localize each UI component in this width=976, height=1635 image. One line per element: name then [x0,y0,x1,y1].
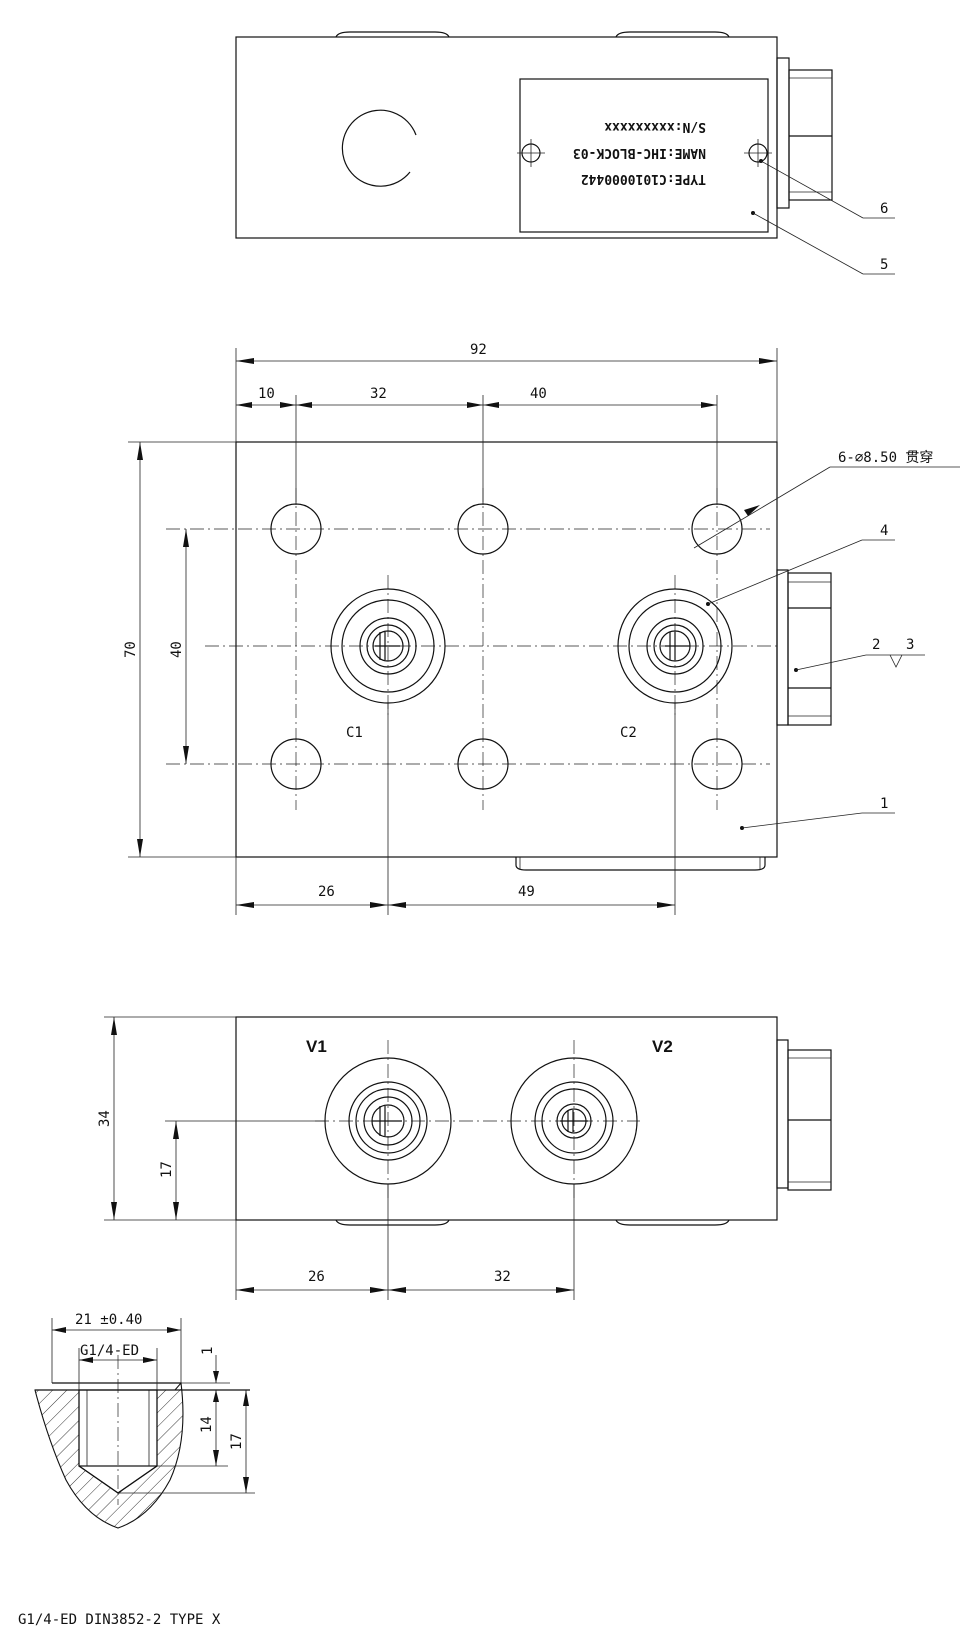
hole-4 [270,738,322,790]
label-c1: C1 [346,725,363,741]
dim-70: 70 [123,641,139,658]
detail-dim-21: 21 ±0.40 [75,1312,142,1328]
detail-hatch [34,1381,184,1529]
dim-40-top: 40 [530,386,547,402]
balloon-1: 1 [880,796,888,812]
dim-32: 32 [370,386,387,402]
label-c2: C2 [620,725,637,741]
balloon-4: 4 [880,523,888,539]
top-view-boss-right [615,31,730,38]
front-view-fitting [776,569,832,726]
nameplate-type: TYPE:C1010000442 [581,171,706,186]
bottom-view-fitting [776,1039,832,1191]
detail-section: 21 ±0.40 G1/4-ED 1 14 17 [34,1312,255,1529]
balloon-6: 6 [880,201,888,217]
hole-callout: 6-∅8.50 贯穿 [838,450,933,466]
hole-6 [691,738,743,790]
detail-dim-14: 14 [199,1416,215,1433]
hole-5 [457,738,509,790]
detail-thread: G1/4-ED [80,1343,139,1359]
balloon-3: 3 [906,637,914,653]
label-v2: V2 [652,1037,673,1056]
nameplate-sn: S/N:xxxxxxxxx [604,119,706,134]
top-view: TYPE:C1010000442 NAME:IHC-BLOCK-03 S/N:x… [235,31,895,275]
bottom-view-boss-left [335,1219,450,1226]
top-view-circle [341,109,417,187]
balloon-2: 2 [872,637,880,653]
label-v1: V1 [306,1037,327,1056]
dim-10: 10 [258,386,275,402]
detail-dim-17: 17 [229,1433,245,1450]
bottom-view-boss-right [615,1219,730,1226]
front-view-bottom-tab [515,857,766,871]
dim-26-front: 26 [318,884,335,900]
dim-17-bottom: 17 [159,1161,175,1178]
footer-note: G1/4-ED DIN3852-2 TYPE X [18,1612,221,1628]
dim-40-side: 40 [169,641,185,658]
top-view-boss-left [335,31,450,38]
dim-32-bottom: 32 [494,1269,511,1285]
dim-26-bottom: 26 [308,1269,325,1285]
bottom-view: V1 V2 34 17 26 32 [97,1016,832,1300]
nameplate-border [519,78,769,233]
dim-92: 92 [470,342,487,358]
nameplate: TYPE:C1010000442 NAME:IHC-BLOCK-03 S/N:x… [517,78,772,233]
dim-49: 49 [518,884,535,900]
port-c2 [617,588,733,704]
balloon-5: 5 [880,257,888,273]
top-view-fitting [776,57,833,209]
nameplate-name: NAME:IHC-BLOCK-03 [573,145,706,160]
detail-dim-1: 1 [200,1347,216,1355]
front-view: C1 C2 92 10 32 40 70 40 [123,342,960,915]
dim-34: 34 [97,1110,113,1127]
top-view-body [235,36,778,239]
